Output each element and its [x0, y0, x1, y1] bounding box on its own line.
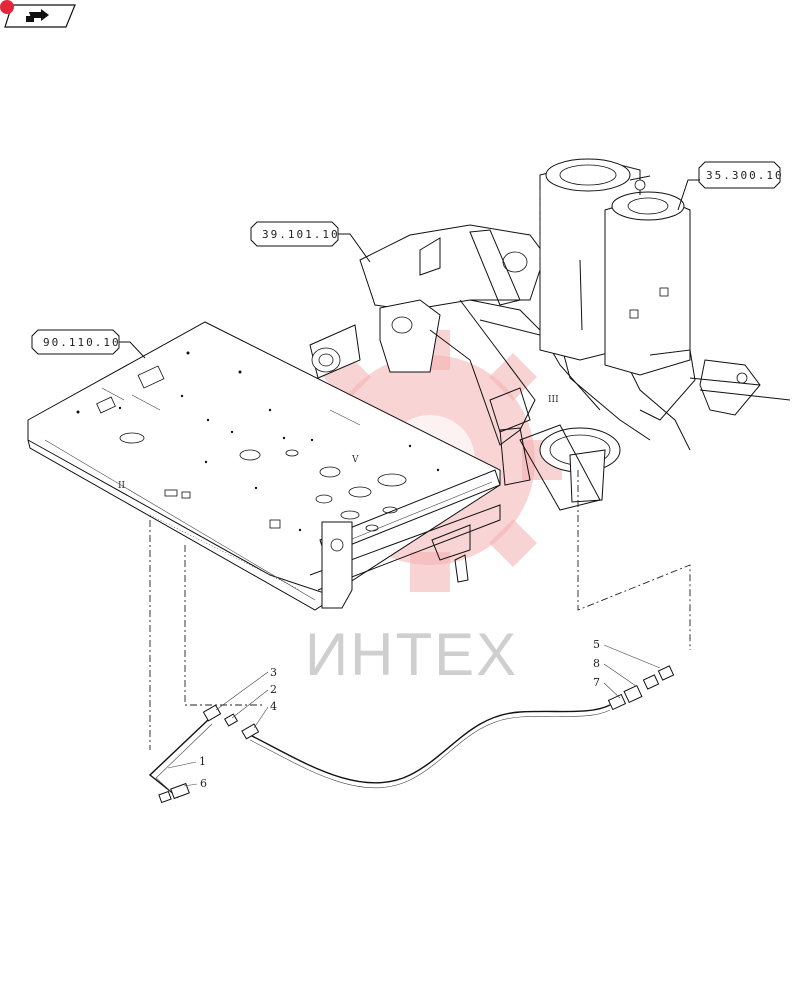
svg-text:2: 2	[270, 683, 277, 696]
svg-text:7: 7	[593, 676, 600, 689]
svg-text:39.101.10: 39.101.10	[262, 228, 340, 241]
svg-text:90.110.10: 90.110.10	[43, 336, 121, 349]
platform-side-rail	[309, 427, 531, 609]
svg-text:5: 5	[593, 638, 600, 651]
svg-text:35.300.10: 35.300.10	[706, 169, 784, 182]
callout-1[interactable]: 1	[167, 755, 206, 769]
reference-frame[interactable]: 39.101.10	[250, 221, 371, 263]
hose-assembly	[148, 665, 675, 804]
callout-4[interactable]: 4	[253, 700, 277, 729]
watermark-text: ИНТЕХ	[305, 621, 518, 688]
callout-8[interactable]: 8	[593, 657, 637, 687]
view-mark-floor: V	[351, 455, 359, 465]
svg-text:4: 4	[270, 700, 277, 713]
next-page-button[interactable]	[0, 0, 76, 28]
phantom-outline-lines	[149, 190, 691, 750]
nav-marker-dot	[0, 0, 14, 14]
svg-text:1: 1	[199, 755, 206, 768]
svg-text:8: 8	[593, 657, 600, 670]
callout-7[interactable]: 7	[593, 676, 621, 699]
view-mark-frame-rear: III	[548, 395, 559, 405]
hydraulic-tank	[539, 158, 791, 421]
loader-frame	[309, 224, 691, 511]
callout-5[interactable]: 5	[593, 638, 661, 669]
reference-platform[interactable]: 90.110.10	[31, 329, 146, 359]
svg-text:6: 6	[200, 777, 207, 790]
callout-6[interactable]: 6	[183, 777, 207, 790]
callout-2[interactable]: 2	[231, 683, 277, 719]
callout-3[interactable]: 3	[215, 666, 277, 711]
view-mark-platform: II	[118, 481, 126, 491]
next-page-icon	[4, 4, 76, 28]
reference-hydraulic-tank[interactable]: 35.300.10	[677, 161, 784, 211]
svg-text:3: 3	[270, 666, 277, 679]
